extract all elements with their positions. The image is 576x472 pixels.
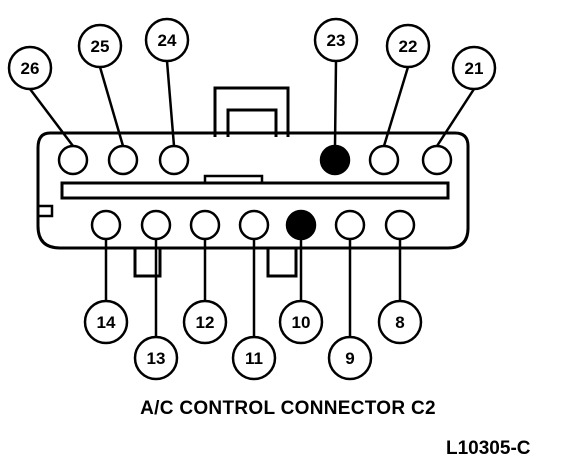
connector-pins (57, 144, 453, 241)
leader-line-23 (333, 60, 338, 147)
pin-25 (107, 144, 139, 176)
pin-22 (368, 144, 400, 176)
leader-line-21 (435, 88, 476, 147)
label-circle-24 (144, 17, 190, 63)
pin-number-23: 23 (327, 31, 346, 50)
pin-number-21: 21 (465, 59, 484, 78)
pin-number-26: 26 (21, 59, 40, 78)
leader-line-26 (29, 88, 74, 147)
label-circle-22 (385, 23, 431, 69)
pin-9 (334, 209, 366, 241)
pin-number-24: 24 (158, 31, 177, 50)
reference-code: L10305-C (446, 438, 531, 459)
pin-12 (189, 209, 221, 241)
leader-line-22 (382, 66, 410, 147)
pin-number-14: 14 (97, 313, 116, 332)
pin-11 (238, 209, 270, 241)
pin-23 (319, 144, 351, 176)
pin-number-9: 9 (345, 349, 354, 368)
pin-number-11: 11 (245, 349, 263, 368)
pin-number-13: 13 (147, 349, 166, 368)
pin-24 (158, 144, 190, 176)
pin-labels: 26 25 24 23 22 21 14 13 12 11 10 9 8 (7, 17, 497, 381)
label-circle-12 (182, 299, 228, 345)
label-circle-21 (451, 45, 497, 91)
pin-26 (57, 144, 89, 176)
pin-number-10: 10 (292, 313, 311, 332)
label-circle-8 (377, 299, 423, 345)
label-circle-9 (327, 335, 373, 381)
leader-line-24 (165, 60, 176, 147)
diagram-caption: A/C CONTROL CONNECTOR C2 (140, 398, 436, 419)
pin-leader-lines (29, 60, 476, 337)
connector-housing (36, 86, 470, 278)
pin-14 (90, 209, 122, 241)
pin-number-22: 22 (399, 37, 418, 56)
label-circle-14 (83, 299, 129, 345)
pin-number-12: 12 (196, 313, 215, 332)
pin-number-8: 8 (395, 313, 404, 332)
pin-13 (140, 209, 172, 241)
leader-line-25 (98, 66, 125, 147)
pin-number-25: 25 (91, 37, 110, 56)
label-circle-10 (278, 299, 324, 345)
label-circle-11 (231, 335, 277, 381)
label-circle-25 (77, 23, 123, 69)
pin-10 (285, 209, 317, 241)
label-circle-26 (7, 45, 53, 91)
label-circle-13 (133, 335, 179, 381)
label-circle-23 (313, 17, 359, 63)
pin-21 (421, 144, 453, 176)
pin-8 (384, 209, 416, 241)
